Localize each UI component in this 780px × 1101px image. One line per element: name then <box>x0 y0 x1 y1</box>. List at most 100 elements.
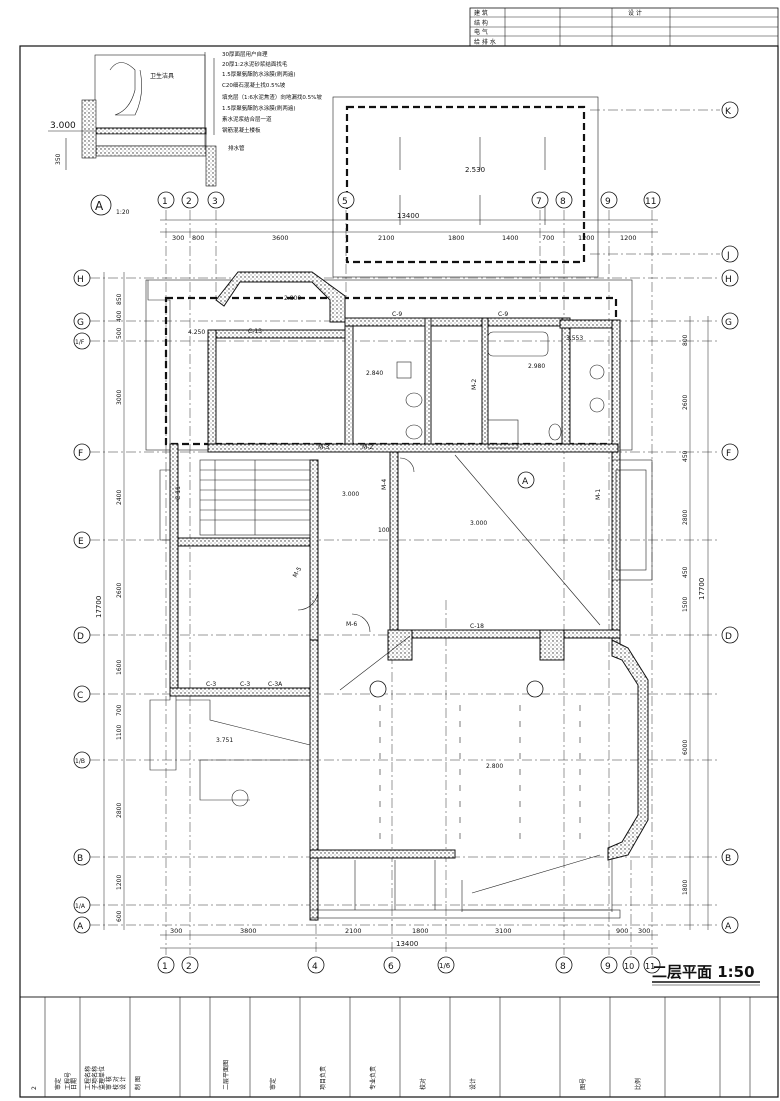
tb-left-4: 审 核 <box>105 1076 113 1090</box>
dim-right-seg-8: 1800 <box>682 880 689 895</box>
window-c9-a: C-9 <box>392 311 402 318</box>
dim-right-seg-5: 450 <box>682 566 689 578</box>
detail-drain-label: 排水管 <box>228 144 245 152</box>
dim-right-seg-6: 1500 <box>682 597 689 612</box>
dim-bottom-seg-2: 3800 <box>240 927 257 935</box>
dim-bottom-seg-6: 900 <box>616 927 628 935</box>
axis-bottom-1: 1 <box>162 962 168 972</box>
staircase <box>199 459 311 536</box>
axis-bottom-9: 9 <box>605 962 611 972</box>
tb-col-2: 审定 <box>269 1078 277 1090</box>
tb-col-8: 比例 <box>634 1078 642 1090</box>
elev-bay: 2.800 <box>284 295 301 302</box>
elev-terrace: 3.751 <box>216 737 233 744</box>
dim-right-seg-7: 6000 <box>682 740 689 755</box>
detail-layer-2: 20厚1:2水泥砂浆结面找毛 <box>222 60 288 68</box>
tb-col-7: 图号 <box>580 1078 587 1090</box>
axis-left-H: H <box>77 275 84 285</box>
dim-bottom-seg-5: 3100 <box>495 927 512 935</box>
axis-bubbles-left: H G 1/F F E D C 1/B B 1/A A <box>73 269 91 934</box>
detail-elevation: 3.000 <box>50 121 76 131</box>
floor-plan <box>145 271 653 921</box>
axis-right-G: G <box>725 318 732 328</box>
tb-mid-4: 日期 <box>70 1078 78 1090</box>
dim-right-seg-3: 450 <box>682 450 689 462</box>
detail-layer-1: 30厚面层用户自理 <box>222 50 268 58</box>
axis-left-G: G <box>77 318 84 328</box>
axis-top-7: 7 <box>536 197 542 207</box>
dim-left: 17700 850 400 500 3000 2400 2600 1600 70… <box>95 272 125 930</box>
axis-left-F: F <box>78 449 83 459</box>
tb-mid-3: 工程号 <box>64 1072 72 1090</box>
axis-left-D: D <box>77 632 84 642</box>
dim-left-seg-4: 3000 <box>116 390 123 405</box>
axis-bubbles-right: K J H G F D B A <box>721 101 739 934</box>
tb-col-3: 项目负责 <box>319 1066 327 1090</box>
elev-bath: 2.840 <box>366 370 383 377</box>
dim-bottom-total: 13400 <box>396 940 418 948</box>
dim-left-seg-11: 1200 <box>116 875 123 890</box>
window-c3-b: C-3 <box>240 681 250 688</box>
axis-bottom-10: 10 <box>624 962 634 971</box>
dim-bottom-seg-4: 1800 <box>412 927 429 935</box>
dim-bottom-seg-3: 2100 <box>345 927 362 935</box>
axis-left-1F: 1/F <box>75 339 85 346</box>
door-m3: M-3 <box>318 444 329 451</box>
detail-depth: 350 <box>55 153 62 165</box>
tb-left-7: 制 图 <box>134 1076 142 1090</box>
dim-right-total: 17700 <box>698 578 706 600</box>
detail-callout: A <box>95 199 104 213</box>
tb-row-2-label: 结 构 <box>474 19 488 27</box>
top-title-block: 建 筑 结 构 电 气 给 排 水 设 计 <box>469 7 779 47</box>
dim-right-seg-2: 2600 <box>682 395 689 410</box>
elev-living: 2.800 <box>486 763 503 770</box>
elev-left: 4.250 <box>188 329 205 336</box>
roof-terrace: 2.530 <box>332 96 599 278</box>
tb-row-4-label: 给 排 水 <box>474 38 496 46</box>
axis-left-C: C <box>77 691 83 701</box>
dim-left-seg-9: 1100 <box>116 725 123 740</box>
plan-labels: M-3 M-2 M-2 M-4 M-1 M-5 M-6 C-9 C-9 C-13… <box>175 295 602 770</box>
tb-col-6: 设计 <box>469 1078 477 1090</box>
dim-left-seg-2: 400 <box>116 310 123 322</box>
roof-elev: 2.530 <box>465 166 485 174</box>
dim-left-seg-8: 700 <box>116 704 123 716</box>
axis-top-3: 3 <box>212 197 218 207</box>
dim-right-seg-1: 800 <box>682 334 689 346</box>
axis-right-D: D <box>725 632 732 642</box>
dim-right: 17700 800 2600 450 2800 450 1500 6000 18… <box>682 316 709 930</box>
dim-top-seg-2: 800 <box>192 234 204 242</box>
tb-mid-2: 审定 <box>54 1078 62 1090</box>
detail-layer-4: C20细石混凝土找0.5%坡 <box>222 81 286 89</box>
axis-left-B: B <box>77 854 83 864</box>
tb-col-5: 校对 <box>419 1078 427 1090</box>
dim-left-total: 17700 <box>95 596 103 618</box>
dim-left-seg-12: 600 <box>116 910 123 922</box>
axis-right-F: F <box>726 449 731 459</box>
axis-right-K: K <box>725 107 732 117</box>
dim-top-seg-4: 2100 <box>378 234 395 242</box>
bottom-title-block: 2 审定 工程号 日期 工程名称 子项名称 监理单位 审 核 校 对 设 计 制… <box>19 996 779 1098</box>
door-m2-b: M-2 <box>471 379 478 390</box>
tb-left-3: 监理单位 <box>98 1066 106 1090</box>
dim-left-seg-1: 850 <box>116 293 123 305</box>
detail-layer-8: 钢筋混凝土楼板 <box>222 126 261 134</box>
dim-left-seg-6: 2600 <box>116 583 123 598</box>
detail-scale: 1:20 <box>116 209 130 216</box>
window-c3-a: C-3 <box>206 681 216 688</box>
dim-left-seg-5: 2400 <box>116 490 123 505</box>
dim-top-seg-7: 700 <box>542 234 554 242</box>
axis-top-1: 1 <box>162 197 168 207</box>
dim-top: 13400 300 800 3600 2100 1800 1400 700 12… <box>160 212 658 242</box>
tb-left-5: 校 对 <box>112 1076 120 1090</box>
dim-100: 100 <box>378 527 390 534</box>
axis-bubbles-top: 1 2 3 5 7 8 9 11 <box>157 191 661 209</box>
axis-right-J: J <box>726 251 730 261</box>
detail-fixture-label: 卫生洁具 <box>150 72 174 80</box>
axis-left-1B: 1/B <box>75 758 85 765</box>
axis-bottom-6: 6 <box>388 962 394 972</box>
axis-bottom-1-6: 1/6 <box>439 962 451 970</box>
window-c13: C-13 <box>248 328 262 335</box>
tb-row-1-label: 建 筑 <box>474 9 488 17</box>
dim-top-seg-3: 3600 <box>272 234 289 242</box>
